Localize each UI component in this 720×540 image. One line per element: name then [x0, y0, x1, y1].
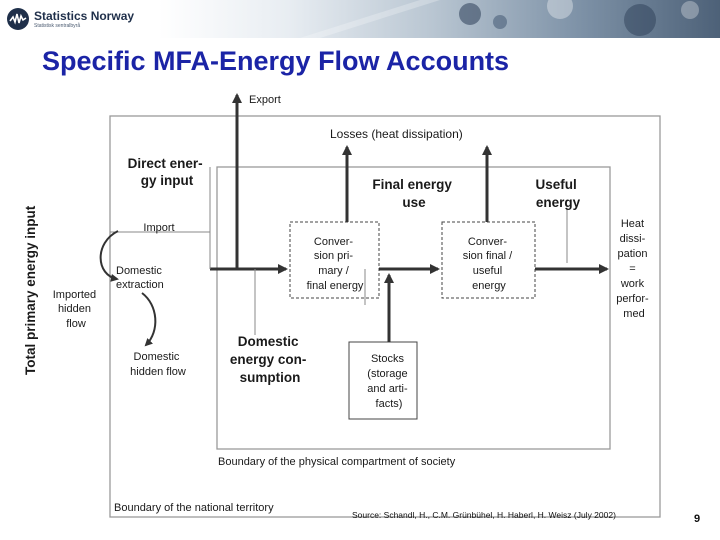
- domestic-hidden-flow-label: Domestic hidden flow: [130, 351, 186, 378]
- stocks-label: Stocks (storage and arti- facts): [367, 353, 410, 410]
- conversion-primary-box: [289, 221, 380, 299]
- conversion-final-box: [441, 221, 536, 299]
- imported-hidden-flow-label: Imported hidden flow: [53, 289, 99, 330]
- direct-energy-input-label: Direct ener- gy input: [128, 156, 207, 188]
- header-banner: Statistics Norway Statistisk sentralbyrå: [0, 0, 720, 38]
- national-boundary-box: [109, 115, 661, 518]
- banner-decoration: [300, 0, 699, 38]
- domestic-extraction-label: Domestic extraction: [116, 265, 165, 291]
- conversion-final-label: Conver- sion final / useful energy: [463, 236, 516, 292]
- boundary-society-label: Boundary of the physical compartment of …: [218, 456, 456, 468]
- page-number: 9: [694, 513, 701, 525]
- export-label: Export: [249, 94, 281, 106]
- useful-energy-label: Useful energy: [535, 177, 580, 210]
- domestic-hidden-flow-arrow: [141, 292, 157, 347]
- losses-label: Losses (heat dissipation): [330, 127, 463, 141]
- import-label: Import: [143, 222, 174, 234]
- heat-dissipation-label: Heat dissi- pation = work perfor- med: [616, 218, 651, 320]
- domestic-energy-consumption-label: Domestic energy con- sumption: [230, 334, 310, 385]
- diagram-frame: Total primary energy input Export Losses…: [24, 83, 687, 519]
- society-boundary-box: [216, 166, 611, 450]
- stocks-box: [348, 341, 418, 420]
- brand-name: Statistics Norway: [34, 8, 135, 23]
- slide-title: Specific MFA-Energy Flow Accounts: [42, 46, 510, 76]
- brand-tagline: Statistisk sentralbyrå: [34, 22, 81, 29]
- conversion-primary-label: Conver- sion pri- mary / final energy: [307, 236, 364, 292]
- vertical-label: Total primary energy input: [24, 205, 38, 375]
- final-energy-use-label: Final energy use: [372, 177, 455, 210]
- diagram-background: [24, 83, 687, 519]
- logo-icon: [7, 8, 29, 30]
- energy-flow-diagram: Total primary energy input Export Losses…: [24, 83, 687, 519]
- imported-hidden-flow-arrow: [99, 230, 119, 282]
- source-citation: Source: Schandl, H., C.M. Grünbühel, H. …: [352, 510, 616, 520]
- boundary-national-label: Boundary of the national territory: [114, 502, 274, 514]
- brand-logo[interactable]: Statistics Norway Statistisk sentralbyrå: [6, 6, 134, 32]
